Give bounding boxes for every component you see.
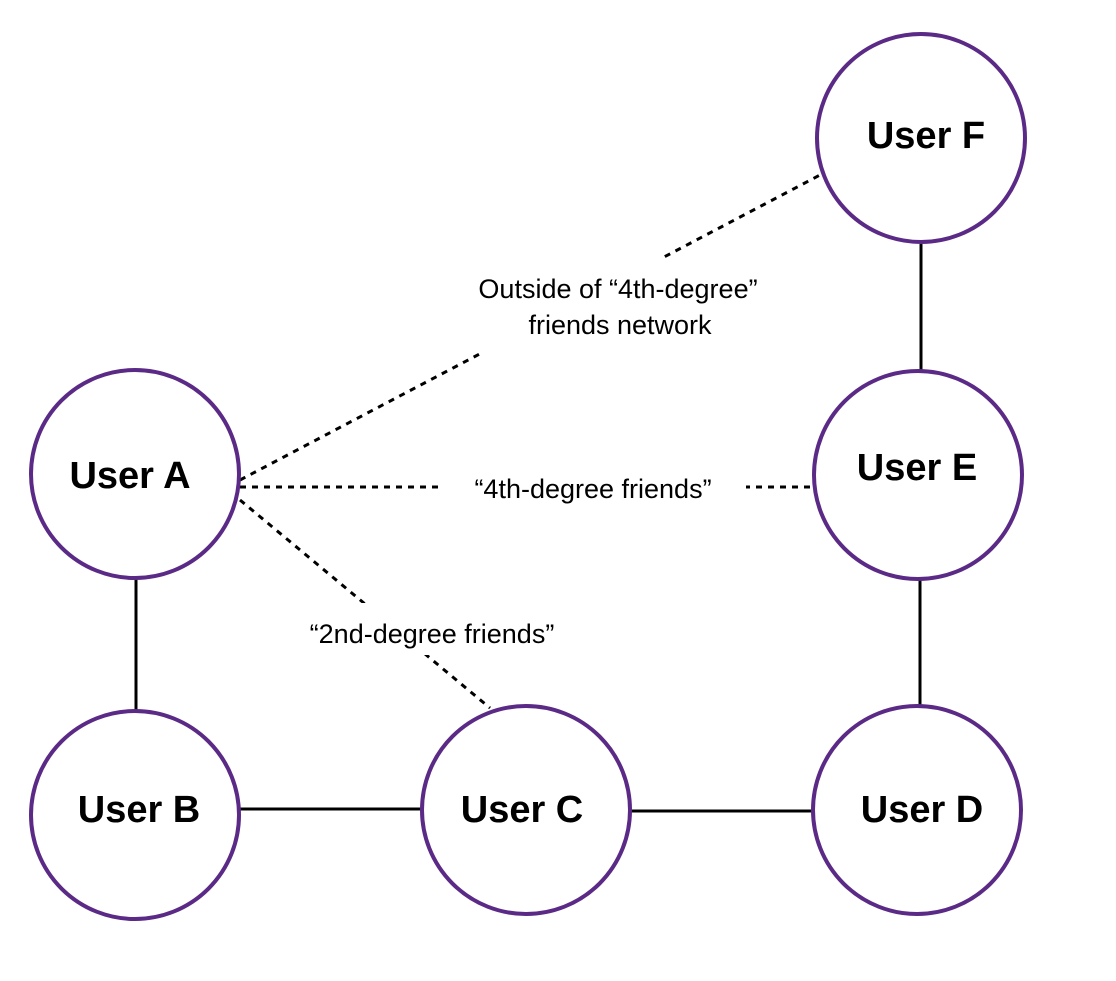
edge-a-e-label: “4th-degree friends” xyxy=(474,474,711,504)
node-user-e-circle xyxy=(812,369,1024,581)
node-user-f: User F xyxy=(815,32,1027,244)
edge-a-c-label-bg xyxy=(282,603,584,655)
node-user-b-circle xyxy=(29,709,241,921)
node-user-b: User B xyxy=(29,709,241,921)
node-user-c-label: User C xyxy=(461,789,584,831)
edge-a-f-label-line2: friends network xyxy=(528,310,712,340)
node-user-d: User D xyxy=(811,704,1023,916)
node-user-c-circle xyxy=(420,704,632,916)
node-user-d-label: User D xyxy=(861,789,984,831)
node-user-a: User A xyxy=(29,368,241,580)
edge-a-e-label-bg xyxy=(440,468,746,508)
node-user-c: User C xyxy=(420,704,632,916)
node-user-e: User E xyxy=(812,369,1024,581)
node-user-a-label: User A xyxy=(69,455,190,497)
edge-a-f-label-line1: Outside of “4th-degree” xyxy=(478,274,757,304)
node-user-d-circle xyxy=(811,704,1023,916)
node-user-a-circle xyxy=(29,368,241,580)
node-user-b-label: User B xyxy=(78,789,201,831)
node-user-f-label: User F xyxy=(867,115,985,157)
node-user-e-label: User E xyxy=(857,447,977,489)
edge-a-c-label: “2nd-degree friends” xyxy=(310,619,555,649)
edge-a-f-label-bg xyxy=(440,258,790,353)
node-user-f-circle xyxy=(815,32,1027,244)
